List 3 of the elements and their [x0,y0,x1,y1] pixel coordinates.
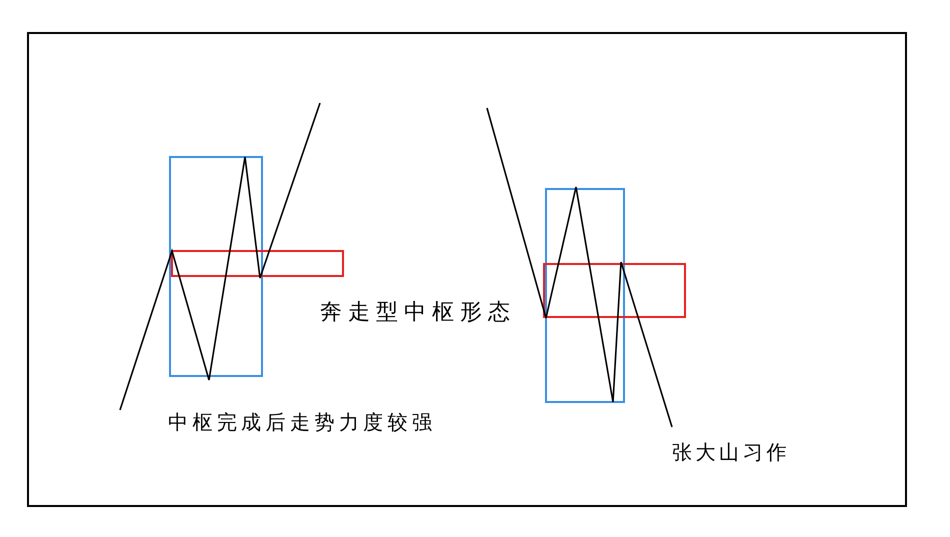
caption-text: 奔走型中枢形态 [320,300,516,326]
note-text: 中枢完成后走势力度较强 [168,410,436,434]
author-note: 张大山习作 [672,440,790,464]
